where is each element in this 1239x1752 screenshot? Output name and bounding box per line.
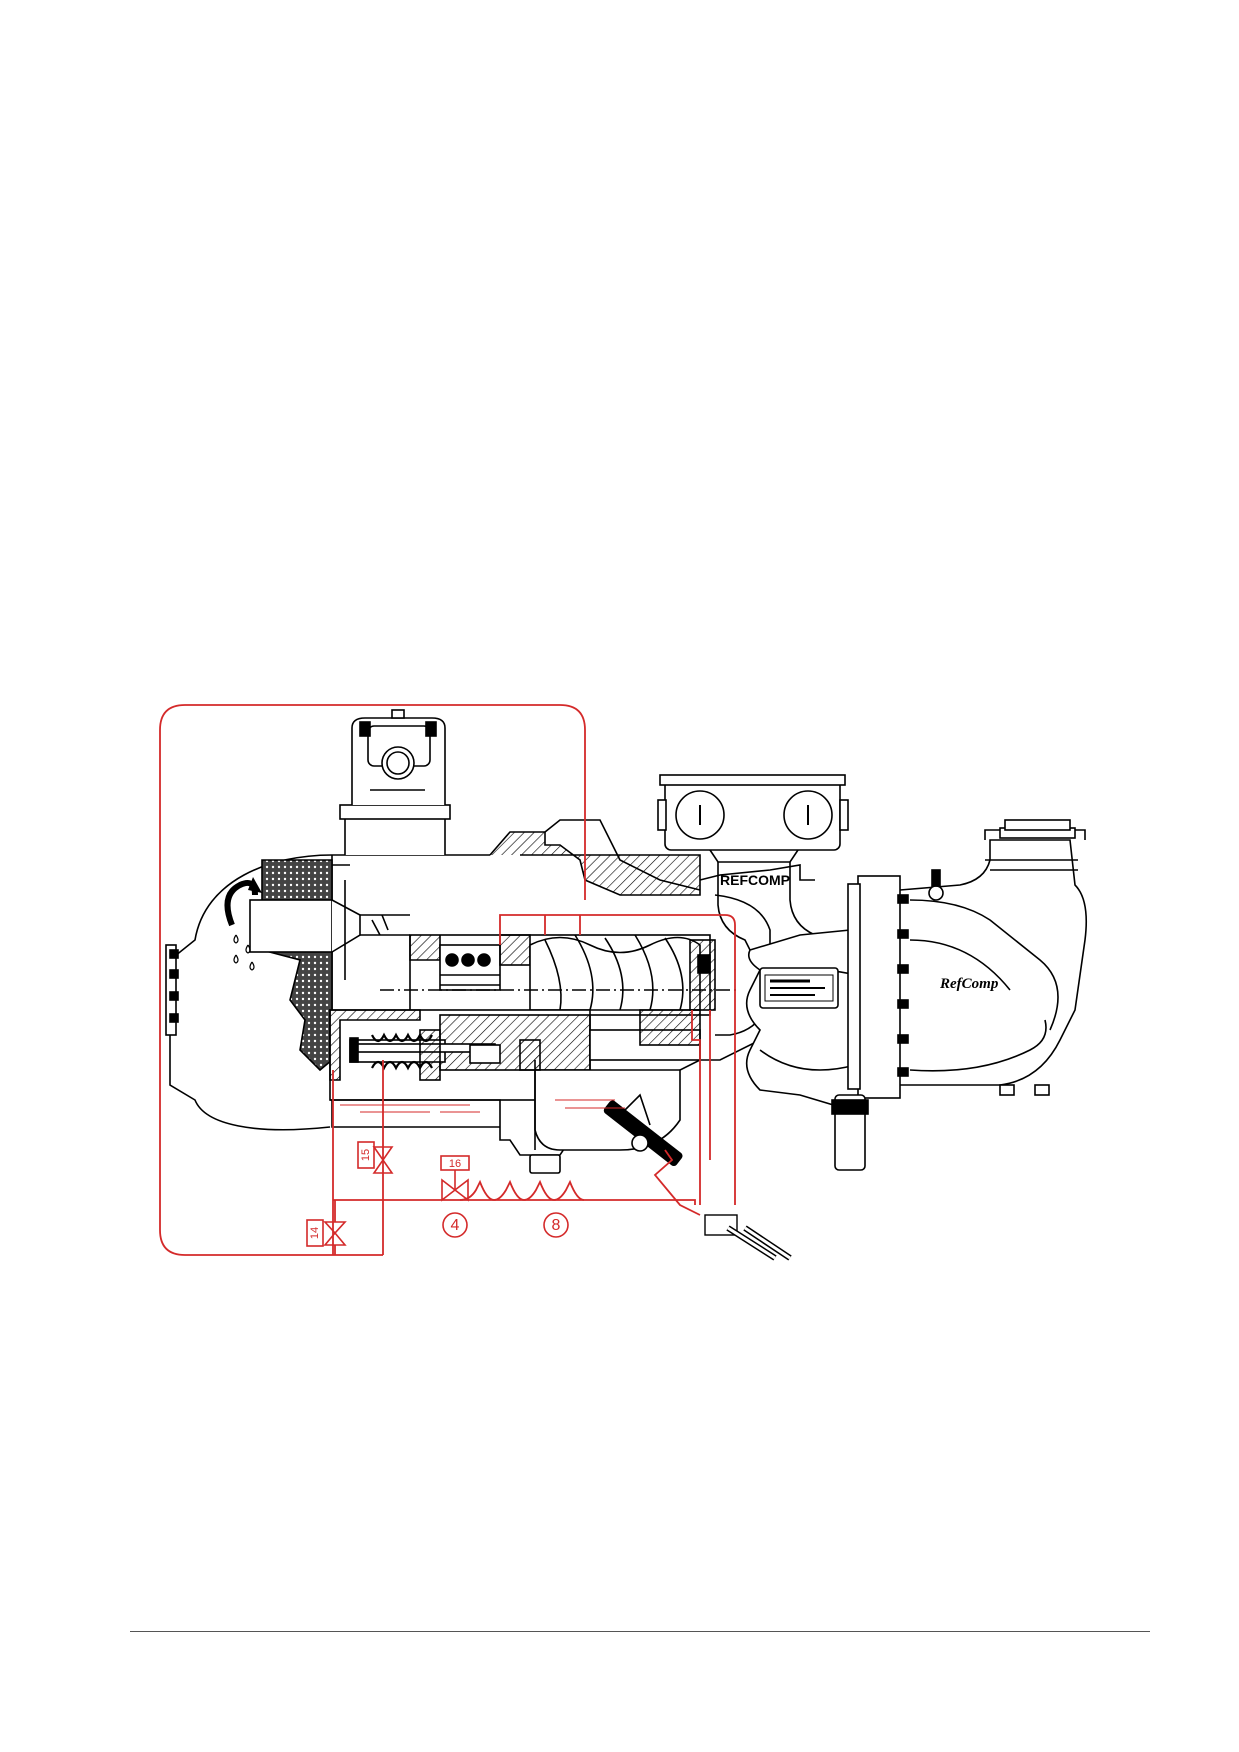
valve-14 (306, 1219, 347, 1247)
end-cover-flange (165, 944, 177, 1036)
callout-14: 14 (309, 1227, 321, 1239)
valve-15 (357, 1141, 394, 1174)
callout-4: 4 (451, 1217, 460, 1234)
brand-label-motor: RefComp (939, 976, 999, 992)
compressor-body (165, 709, 1088, 1174)
demister-element (261, 859, 333, 1072)
body-casting-top (489, 831, 701, 896)
oil-level-lines (340, 1099, 625, 1113)
heater-terminal (704, 1214, 792, 1261)
motor-flange (857, 875, 901, 1099)
capillary-coil (459, 1179, 585, 1201)
motor-end-cover (899, 839, 1088, 1086)
oil-droplets-icon (233, 934, 255, 971)
oil-circuit (159, 704, 736, 1256)
page-footer-rule (130, 1631, 1150, 1632)
callout-16: 16 (449, 1158, 461, 1170)
oil-pipe-outer-loop (159, 704, 586, 1256)
callout-circle-8 (543, 1212, 569, 1238)
callout-15: 15 (360, 1149, 372, 1161)
callout-circle-4 (442, 1212, 468, 1238)
callout-8: 8 (552, 1217, 561, 1234)
brand-label-body: REFCOMP (720, 872, 790, 888)
discharge-neck (344, 814, 446, 855)
motor-housing (745, 918, 861, 1122)
valve-16 (440, 1155, 470, 1202)
